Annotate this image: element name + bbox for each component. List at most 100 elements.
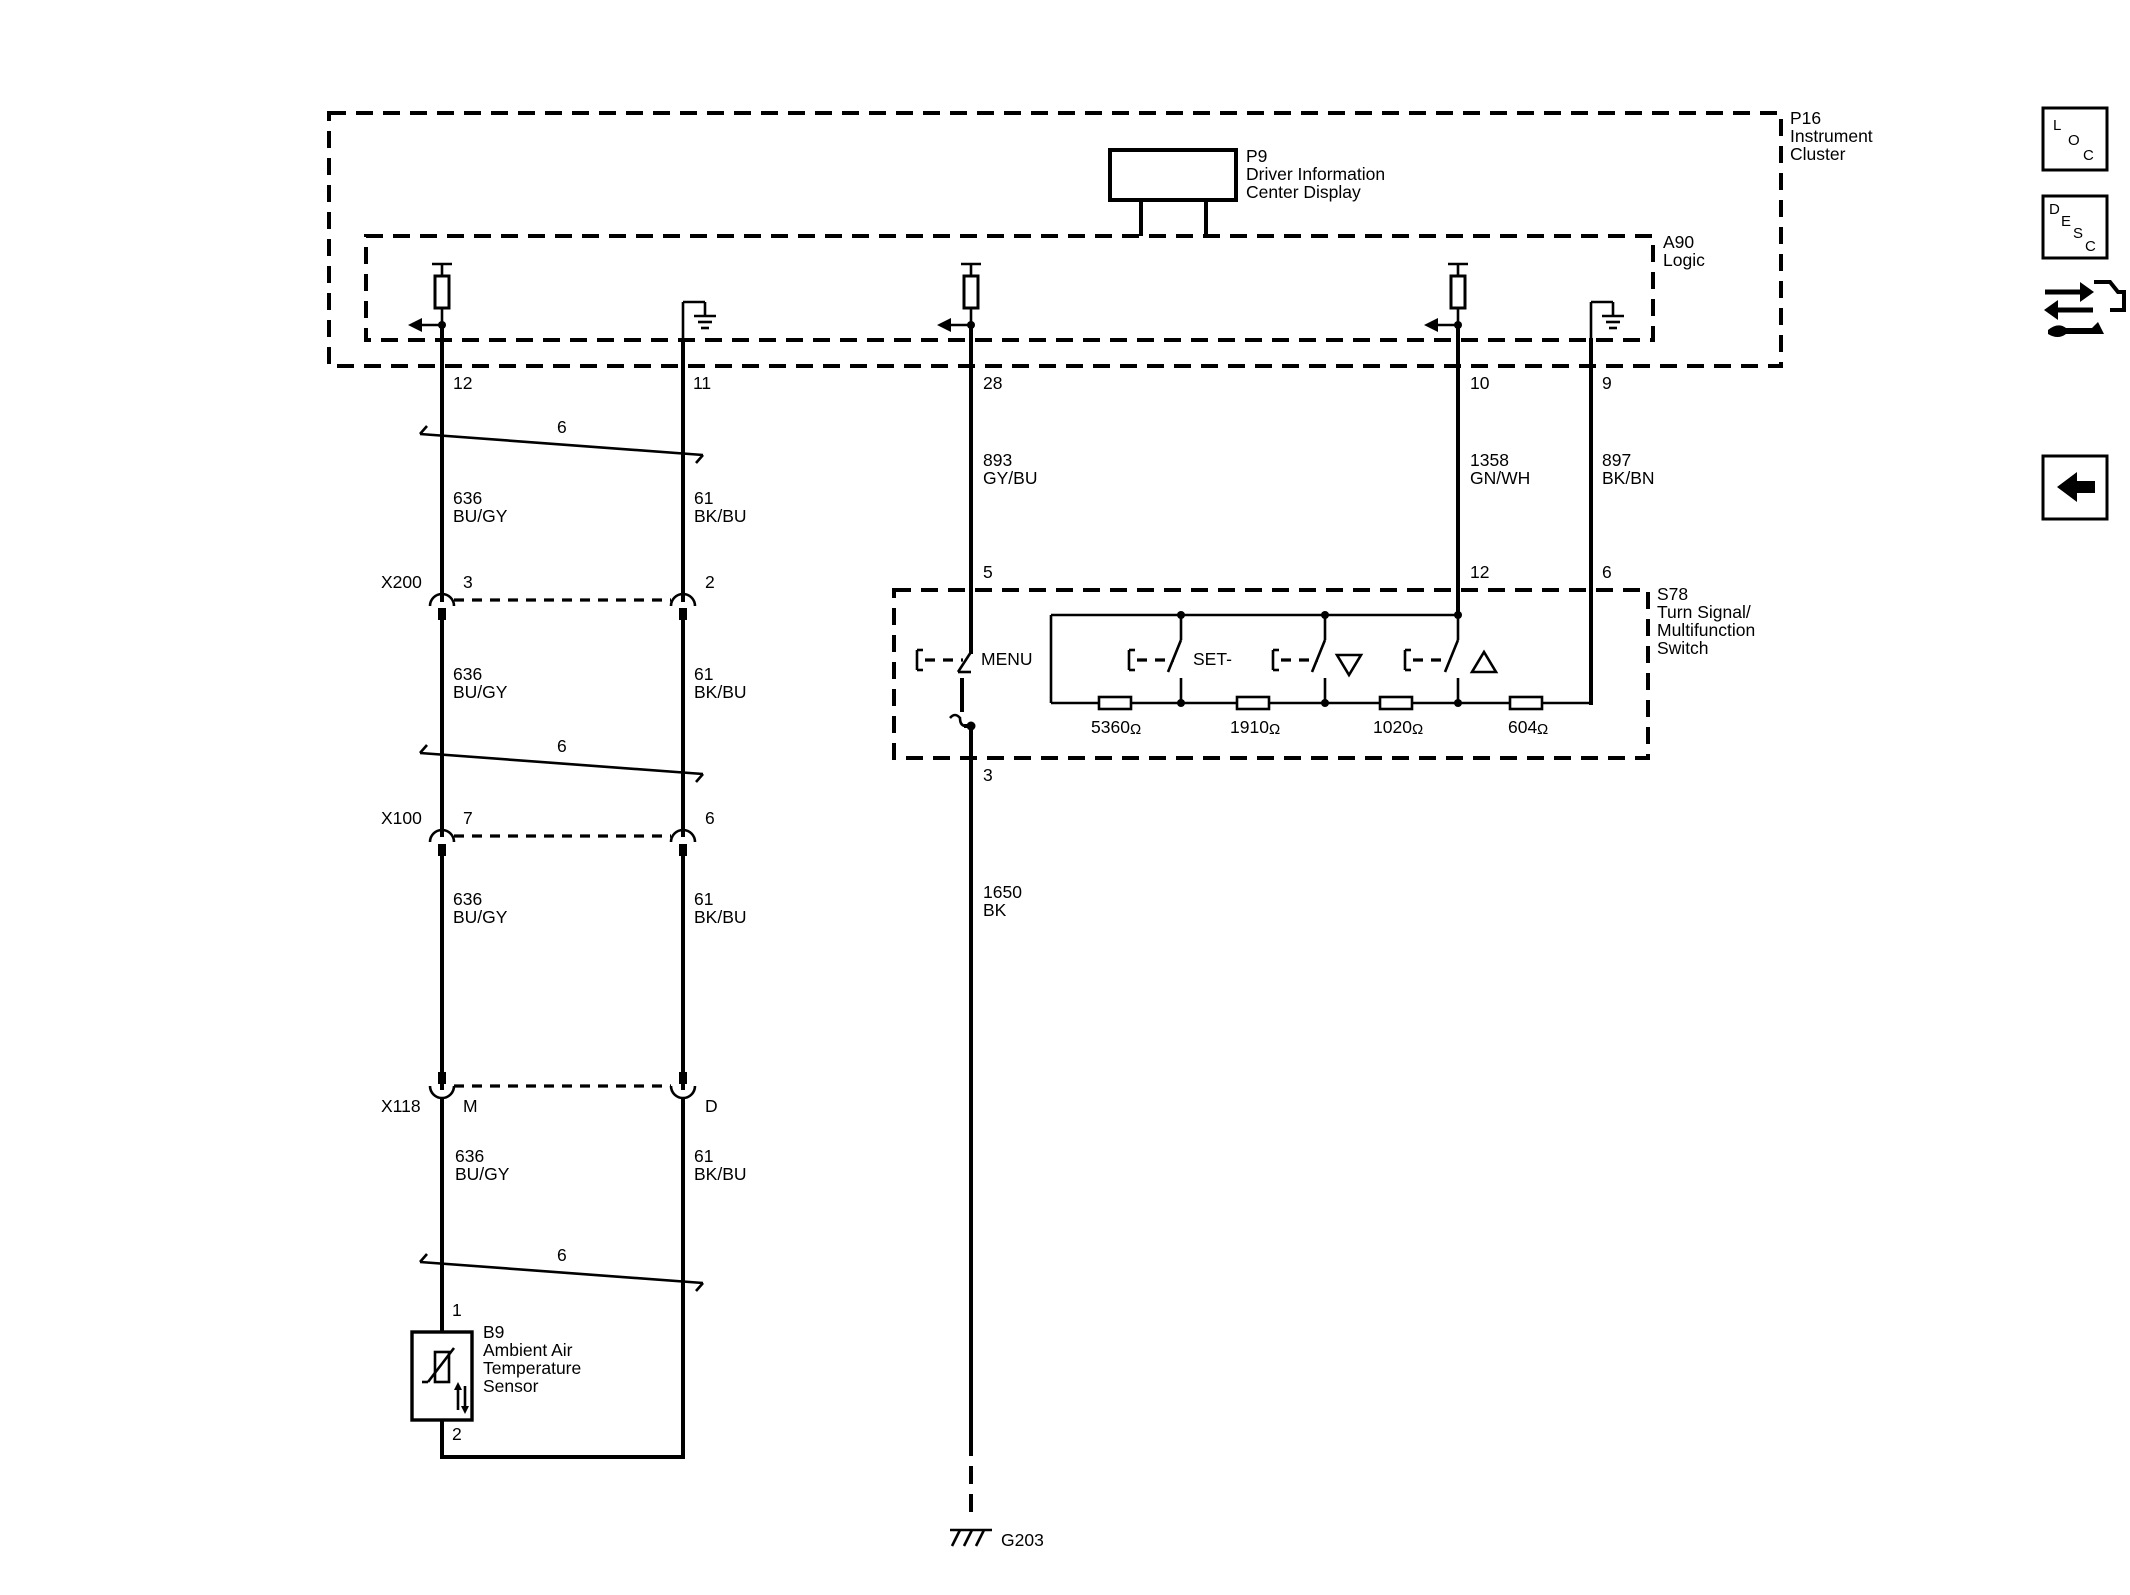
circuit-61-color-1: BK/BU	[694, 506, 747, 526]
pullup-resistor-28	[937, 262, 981, 332]
set-minus-label: SET-	[1193, 649, 1232, 669]
pullup-resistor-10	[1424, 262, 1468, 332]
circuit-636-num-2: 636	[453, 664, 482, 684]
b9-name-line1: Ambient Air	[483, 1340, 573, 1360]
circuit-61-num-2: 61	[694, 664, 713, 684]
resistor-value-1910: 1910	[1230, 717, 1269, 737]
loc-letter-c: C	[2083, 147, 2094, 164]
desc-letter-c: C	[2085, 238, 2096, 255]
circuit-636-color-3: BU/GY	[453, 907, 508, 927]
dic-display-p9: P9 Driver Information Center Display	[1108, 146, 1385, 236]
connector-end-view-button[interactable]	[2044, 280, 2126, 337]
p16-name-line1: Instrument	[1790, 126, 1873, 146]
circuit-636-color-4: BU/GY	[455, 1164, 510, 1184]
s78-name-line3: Switch	[1657, 638, 1709, 658]
resistor-value-1020: 1020	[1373, 717, 1412, 737]
circuit-61-num-1: 61	[694, 488, 713, 508]
circuit-636-num-1: 636	[453, 488, 482, 508]
up-triangle-icon	[1469, 649, 1499, 674]
pin-s78-12: 12	[1470, 562, 1489, 582]
twisted-pair-label-3: 6	[557, 1245, 567, 1265]
resistor-5360: 5360 Ω	[1091, 695, 1141, 738]
pin-s78-3: 3	[983, 765, 993, 785]
circuit-1650-num: 1650	[983, 882, 1022, 902]
resistor-ohm-1020: Ω	[1412, 721, 1423, 738]
loc-letter-o: O	[2068, 132, 2080, 149]
down-arrow-switch	[1271, 615, 1364, 703]
pin-a90-9: 9	[1602, 373, 1612, 393]
resistor-ohm-5360: Ω	[1130, 721, 1141, 738]
circuit-636-color-1: BU/GY	[453, 506, 508, 526]
circuit-897-color: BK/BN	[1602, 468, 1655, 488]
down-triangle-icon	[1334, 653, 1364, 678]
loc-button[interactable]: L O C	[2041, 106, 2109, 172]
multifunction-switch-s78: S78 Turn Signal/ Multifunction Switch 5 …	[892, 562, 1755, 785]
desc-button[interactable]: D E S C	[2041, 194, 2109, 260]
circuit-897-num: 897	[1602, 450, 1631, 470]
logic-a90: A90 Logic	[364, 232, 1705, 342]
pin-a90-12: 12	[453, 373, 472, 393]
resistor-1910: 1910 Ω	[1230, 695, 1280, 738]
twisted-pair-marker-1: 6	[419, 417, 704, 464]
s78-name-line1: Turn Signal/	[1657, 602, 1751, 622]
p16-name-line2: Cluster	[1790, 144, 1846, 164]
connector-end-view-icon	[2044, 280, 2126, 337]
a90-id: A90	[1663, 232, 1694, 252]
b9-name-line3: Sensor	[483, 1376, 539, 1396]
circuit-636-color-2: BU/GY	[453, 682, 508, 702]
p9-id: P9	[1246, 146, 1267, 166]
circuit-1650-color: BK	[983, 900, 1007, 920]
resistor-value-604: 604	[1508, 717, 1537, 737]
s78-id: S78	[1657, 584, 1688, 604]
circuit-61-color-2: BK/BU	[694, 682, 747, 702]
connector-x118: X118 M D	[381, 1072, 718, 1116]
module-ground-9	[1589, 300, 1624, 340]
circuit-61-num-3: 61	[694, 889, 713, 909]
p9-name-line1: Driver Information	[1246, 164, 1385, 184]
x118-pin-a: M	[463, 1096, 478, 1116]
pin-a90-10: 10	[1470, 373, 1490, 393]
twisted-pair-label-1: 6	[557, 417, 567, 437]
ambient-air-temp-sensor-b9: 1 2 B9 Ambient Air Temperature Sensor	[410, 1300, 581, 1444]
circuit-636-num-4: 636	[455, 1146, 484, 1166]
twisted-pair-label-2: 6	[557, 736, 567, 756]
resistor-1020: 1020 Ω	[1373, 695, 1423, 738]
x100-id: X100	[381, 808, 422, 828]
back-button[interactable]	[2041, 454, 2109, 521]
circuit-61-color-3: BK/BU	[694, 907, 747, 927]
resistor-604: 604 Ω	[1508, 695, 1548, 738]
desc-letter-d: D	[2049, 201, 2060, 218]
loc-letter-l: L	[2053, 117, 2061, 134]
s78-name-line2: Multifunction	[1657, 620, 1755, 640]
b9-pin-2: 2	[452, 1424, 462, 1444]
menu-switch-label: MENU	[981, 649, 1033, 669]
menu-switch: MENU	[915, 648, 1033, 1440]
p16-id: P16	[1790, 108, 1821, 128]
twisted-pair-marker-2: 6	[419, 736, 704, 783]
x118-pin-b: D	[705, 1096, 718, 1116]
resistor-value-5360: 5360	[1091, 717, 1130, 737]
x200-pin-b: 2	[705, 572, 715, 592]
back-arrow-icon	[2057, 472, 2095, 502]
pin-a90-28: 28	[983, 373, 1002, 393]
resistor-ohm-1910: Ω	[1269, 721, 1280, 738]
a90-name: Logic	[1663, 250, 1705, 270]
circuit-893-num: 893	[983, 450, 1012, 470]
chassis-ground-g203: G203	[950, 1528, 1044, 1550]
desc-letter-s: S	[2073, 225, 2083, 242]
circuit-61-color-4: BK/BU	[694, 1164, 747, 1184]
instrument-cluster-p16: P16 Instrument Cluster	[327, 108, 1873, 368]
pin-s78-5: 5	[983, 562, 993, 582]
circuit-1358-num: 1358	[1470, 450, 1509, 470]
b9-pin-1: 1	[452, 1300, 462, 1320]
connector-x200: X200 3 2	[381, 572, 715, 620]
pin-a90-11: 11	[693, 373, 711, 393]
connector-x100: X100 7 6	[381, 808, 715, 856]
circuit-636-num-3: 636	[453, 889, 482, 909]
twisted-pair-marker-3: 6	[419, 1245, 704, 1292]
module-ground-11	[681, 300, 716, 340]
resistor-ohm-604: Ω	[1537, 721, 1548, 738]
b9-id: B9	[483, 1322, 504, 1342]
circuit-1358-color: GN/WH	[1470, 468, 1530, 488]
